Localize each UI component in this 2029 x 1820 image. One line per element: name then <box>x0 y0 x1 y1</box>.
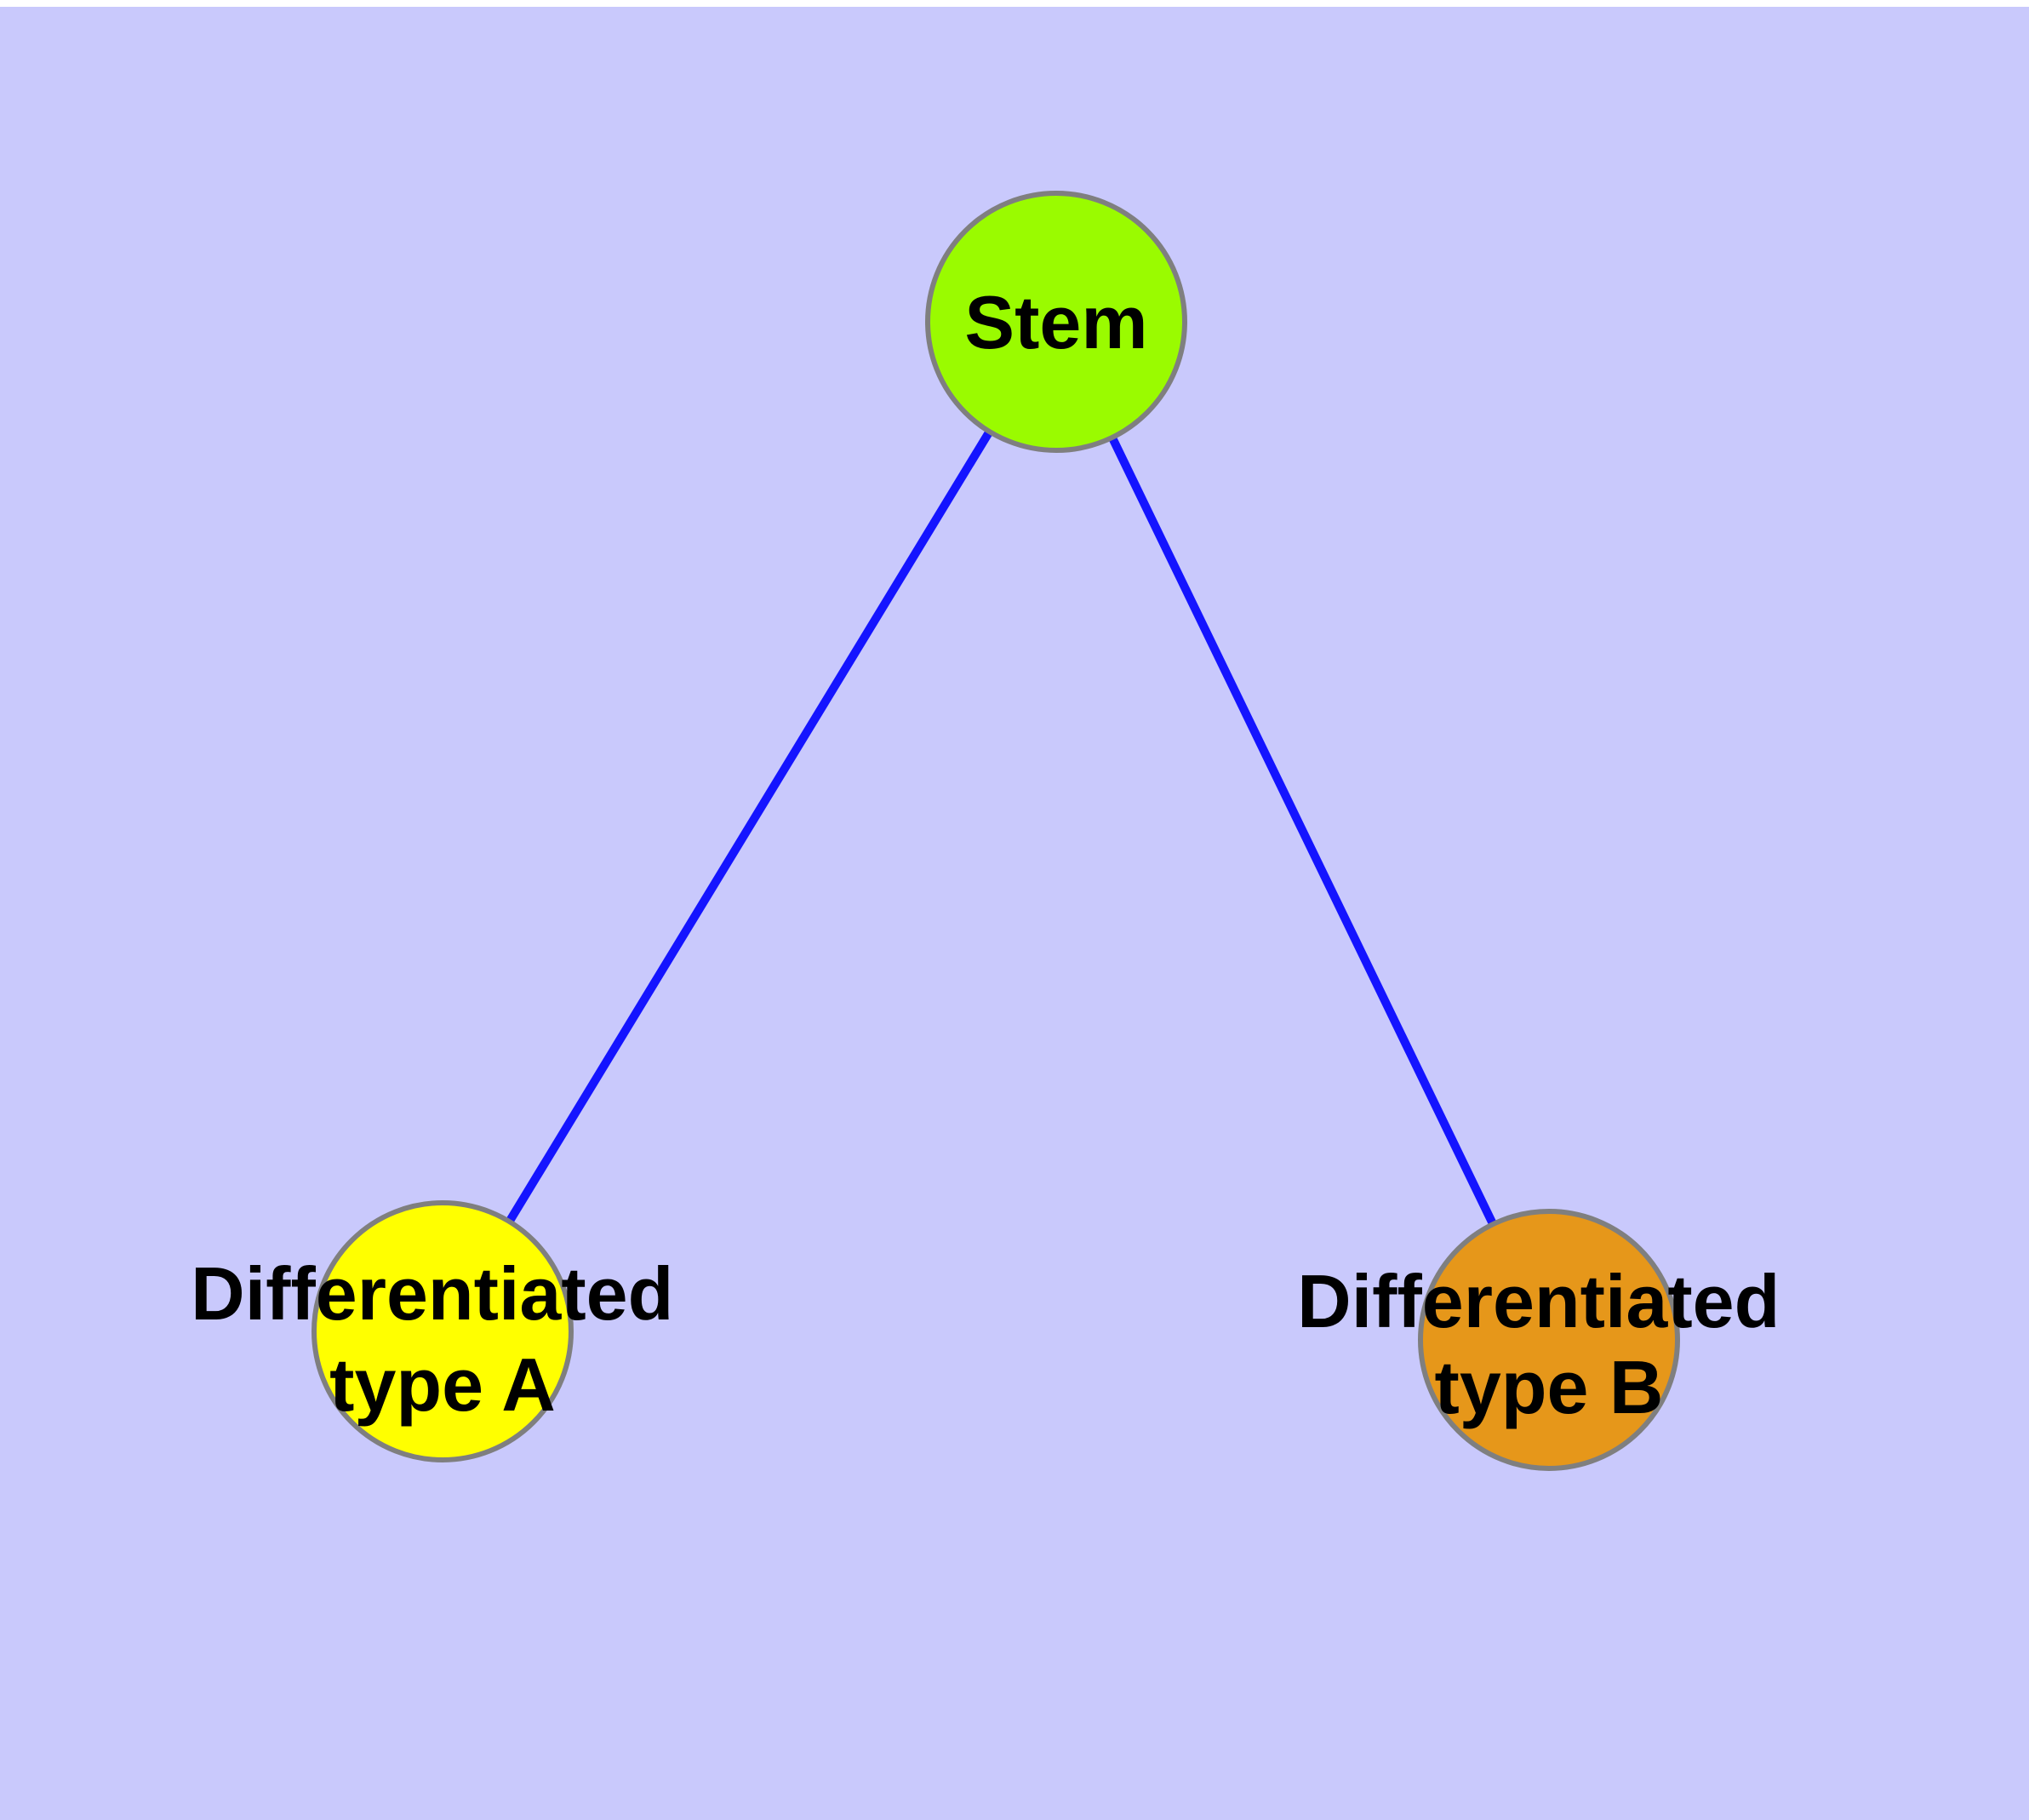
node-type-b-label-line1: Differentiated <box>1297 1259 1780 1343</box>
top-margin <box>0 0 2029 7</box>
node-type-b-label-line2: type B <box>1435 1345 1664 1429</box>
edge-stem-to-type-b <box>1052 319 1553 1342</box>
node-type-a-label-line2: type A <box>329 1342 556 1427</box>
node-differentiated-type-b <box>1418 1209 1680 1471</box>
node-type-b-label: Differentiated type B <box>1297 1259 1801 1429</box>
node-type-a-label-line1: Differentiated <box>191 1251 673 1336</box>
node-type-a-label: Differentiated type A <box>191 1251 694 1427</box>
node-stem <box>925 191 1187 453</box>
node-stem-label: Stem <box>964 280 1147 364</box>
node-differentiated-type-a <box>311 1200 574 1462</box>
edge-stem-to-type-a <box>438 319 1060 1334</box>
